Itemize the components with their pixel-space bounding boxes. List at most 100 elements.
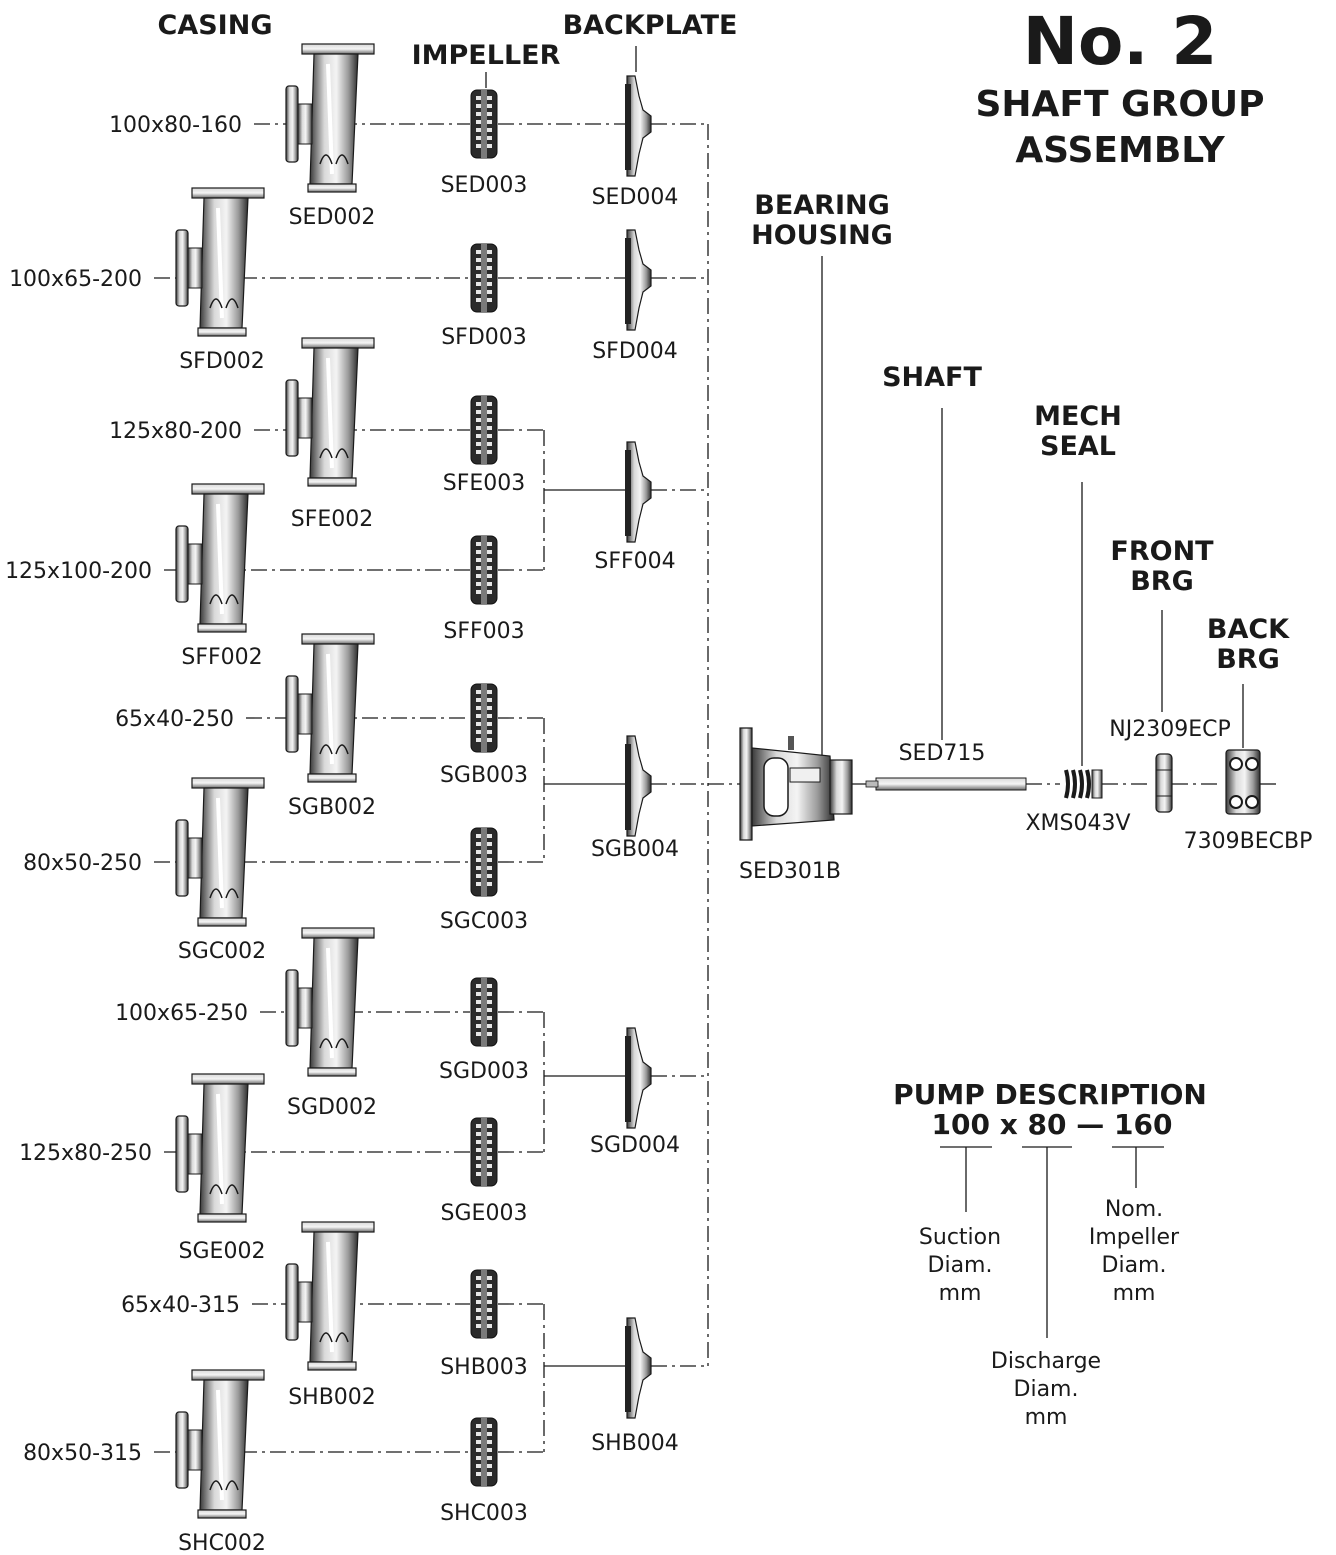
backplate-code: SFD004 (592, 339, 678, 364)
casing-code: SFD002 (179, 349, 265, 374)
casing-code: SGE002 (179, 1239, 266, 1264)
impeller-drawing (470, 827, 498, 897)
shaft-drawing (865, 777, 1027, 791)
impeller-drawing (470, 1417, 498, 1487)
pump-size-label: 100x65-250 (115, 1001, 248, 1026)
title-line2: SHAFT GROUP (975, 84, 1264, 125)
impeller-drawing (470, 535, 498, 605)
impeller-drawing (470, 1269, 498, 1339)
casing-drawing (175, 483, 265, 633)
casing-drawing (285, 633, 375, 783)
discharge-label-2: Diam. (1014, 1377, 1079, 1402)
back-brg-header-line1: BACK (1207, 614, 1290, 645)
backplate-drawing (625, 229, 652, 331)
impeller-drawing (470, 977, 498, 1047)
casing-drawing (175, 1369, 265, 1519)
connector-lines (154, 46, 1278, 1453)
suction-label-1: Suction (919, 1225, 1001, 1250)
impeller-code: SHC003 (440, 1501, 528, 1526)
impeller-drawing (470, 683, 498, 753)
pump-size-label: 100x80-160 (109, 113, 242, 138)
impeller-code: SFE003 (443, 471, 526, 496)
backplate-drawing (625, 441, 652, 543)
part-drawings (175, 43, 1261, 1519)
casing-drawing (175, 777, 265, 927)
impeller-drawing (470, 89, 498, 159)
backplate-header: BACKPLATE (563, 10, 738, 41)
pump-rows: 100x80-160SED002SED003100x65-200SFD002SF… (5, 113, 529, 1555)
pump-size-label: 125x100-200 (5, 559, 152, 584)
discharge-label-1: Discharge (991, 1349, 1101, 1374)
casing-drawing (285, 1221, 375, 1371)
pump-description-title: PUMP DESCRIPTION (893, 1078, 1207, 1111)
back-brg-header-line2: BRG (1216, 644, 1280, 675)
casing-header: CASING (158, 10, 273, 41)
bearing-housing-header-line2: HOUSING (751, 220, 893, 251)
discharge-label-3: mm (1025, 1405, 1068, 1430)
impeller-code: SGC003 (440, 909, 528, 934)
impeller-code: SFF003 (443, 619, 524, 644)
backplate-code: SED004 (592, 185, 679, 210)
backplate-code: SGD004 (590, 1133, 680, 1158)
bearing-housing-drawing (739, 727, 853, 841)
pump-description-example: 100 x 80 — 160 (932, 1108, 1173, 1141)
pump-size-label: 80x50-250 (23, 851, 142, 876)
suction-label-2: Diam. (928, 1253, 993, 1278)
nom-impeller-label-1: Nom. (1105, 1197, 1163, 1222)
casing-drawing (285, 927, 375, 1077)
front-brg-code: NJ2309ECP (1109, 717, 1230, 742)
pump-size-label: 65x40-250 (115, 707, 234, 732)
back-brg-code: 7309BECBP (1184, 829, 1313, 854)
nom-impeller-label-4: mm (1113, 1281, 1156, 1306)
pump-size-label: 65x40-315 (121, 1293, 240, 1318)
backplate-code: SGB004 (591, 837, 679, 862)
casing-code: SHB002 (288, 1385, 376, 1410)
casing-drawing (175, 187, 265, 337)
casing-code: SGD002 (287, 1095, 377, 1120)
casing-drawing (285, 43, 375, 193)
casing-code: SGC002 (178, 939, 266, 964)
title-line3: ASSEMBLY (1015, 130, 1225, 171)
impeller-code: SGD003 (439, 1059, 529, 1084)
mech-seal-header-line1: MECH (1034, 401, 1122, 432)
casing-code: SED002 (289, 205, 376, 230)
pump-size-label: 125x80-250 (19, 1141, 152, 1166)
impeller-code: SFD003 (441, 325, 527, 350)
front-brg-drawing (1155, 753, 1173, 813)
back-brg-drawing (1225, 749, 1261, 815)
casing-code: SFF002 (181, 645, 262, 670)
bearing-housing-header-line1: BEARING (754, 190, 890, 221)
suction-label-3: mm (939, 1281, 982, 1306)
pump-size-label: 125x80-200 (109, 419, 242, 444)
impeller-drawing (470, 395, 498, 465)
pump-size-label: 80x50-315 (23, 1441, 142, 1466)
mech-seal-header-line2: SEAL (1040, 431, 1116, 462)
front-brg-header-line2: BRG (1130, 566, 1194, 597)
shaft-header: SHAFT (882, 362, 982, 393)
title-number: No. 2 (1023, 3, 1218, 80)
impeller-drawing (470, 1117, 498, 1187)
backplate-drawing (625, 1317, 652, 1419)
front-brg-header-line1: FRONT (1110, 536, 1214, 567)
backplate-code: SFF004 (594, 549, 675, 574)
backplate-drawing (625, 75, 652, 177)
pump-description-leaders (940, 1146, 1164, 1338)
impeller-code: SGB003 (440, 763, 528, 788)
casing-code: SFE002 (291, 507, 374, 532)
impeller-header: IMPELLER (412, 40, 561, 71)
mech-seal-drawing (1064, 769, 1103, 799)
nom-impeller-label-2: Impeller (1089, 1225, 1180, 1250)
backplate-drawing (625, 735, 652, 837)
bearing-housing-code: SED301B (739, 859, 841, 884)
